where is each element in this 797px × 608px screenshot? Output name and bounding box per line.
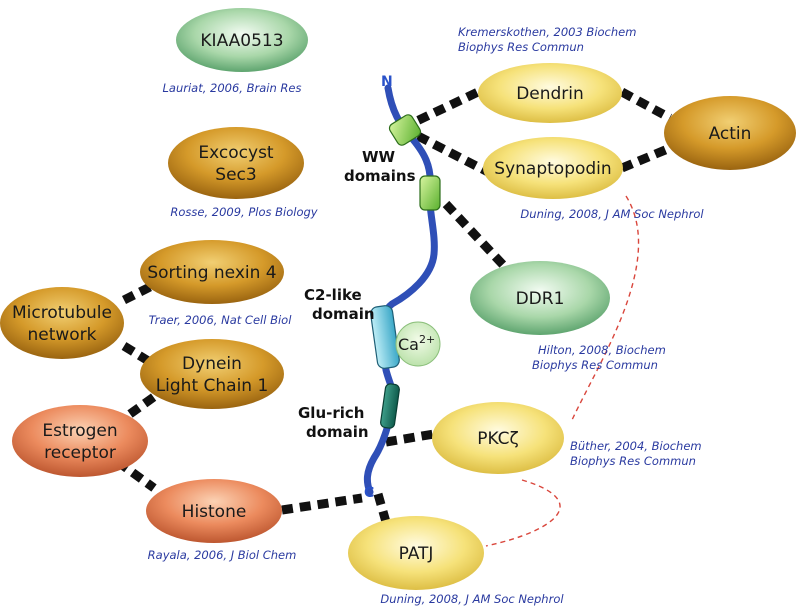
link-histone-c <box>281 493 363 515</box>
ww-domain-1 <box>388 114 422 146</box>
link-ww-ddr1 <box>442 200 510 272</box>
node-dynein-light-chain-1: Dynein Light Chain 1 <box>140 339 284 409</box>
link-microtubule-dynein <box>121 342 153 366</box>
node-estrogen-receptor: Estrogen receptor <box>12 405 148 477</box>
n-terminus-label: N <box>381 74 393 90</box>
svg-text:receptor: receptor <box>44 443 116 463</box>
node-microtubule-network: Microtubule network <box>0 287 124 359</box>
ref-rosse: Rosse, 2009, Plos Biology <box>170 205 317 219</box>
node-pkc-zeta: PKCζ <box>432 402 564 474</box>
svg-text:Sec3: Sec3 <box>215 165 256 185</box>
link-estrogen-dynein <box>127 390 161 418</box>
svg-text:KIAA0513: KIAA0513 <box>200 31 283 51</box>
calcium-ion: Ca2+ <box>395 321 441 367</box>
svg-text:Sorting nexin 4: Sorting nexin 4 <box>147 263 276 283</box>
svg-text:PATJ: PATJ <box>399 544 434 564</box>
node-histone: Histone <box>146 479 282 543</box>
svg-text:DDR1: DDR1 <box>516 289 565 309</box>
ref-rayala: Rayala, 2006, J Biol Chem <box>148 548 297 562</box>
svg-text:Estrogen: Estrogen <box>42 421 117 441</box>
svg-text:Excocyst: Excocyst <box>198 143 274 163</box>
red-link-synaptopodin-pkc <box>571 195 640 421</box>
functional-links <box>485 195 640 547</box>
protein-backbone <box>363 84 438 496</box>
node-actin: Actin <box>664 96 796 170</box>
svg-text:PKCζ: PKCζ <box>477 429 519 449</box>
c-terminus-label: C <box>364 485 374 501</box>
svg-text:Ca2+: Ca2+ <box>398 333 435 354</box>
svg-text:Light Chain 1: Light Chain 1 <box>156 376 269 396</box>
ref-duning-1: Duning, 2008, J AM Soc Nephrol <box>520 207 704 221</box>
svg-text:Dendrin: Dendrin <box>516 84 584 104</box>
node-patj: PATJ <box>348 516 484 590</box>
glu-rich-domain <box>380 383 400 429</box>
c2-domain <box>370 305 400 369</box>
svg-text:Synaptopodin: Synaptopodin <box>494 159 611 179</box>
svg-text:Dynein: Dynein <box>182 354 242 374</box>
svg-text:Histone: Histone <box>182 502 247 522</box>
svg-text:Microtubule: Microtubule <box>12 303 112 323</box>
node-exocyst-sec3: Excocyst Sec3 <box>168 127 304 199</box>
link-glu-pkc <box>385 429 435 447</box>
svg-text:network: network <box>27 325 96 345</box>
node-sorting-nexin-4: Sorting nexin 4 <box>140 240 284 304</box>
ref-lauriat: Lauriat, 2006, Brain Res <box>163 81 302 95</box>
ref-duning-2: Duning, 2008, J AM Soc Nephrol <box>380 592 564 606</box>
link-ww-dendrin <box>400 87 480 133</box>
ref-traer: Traer, 2006, Nat Cell Biol <box>149 313 293 327</box>
node-dendrin: Dendrin <box>478 63 622 123</box>
node-ddr1: DDR1 <box>470 261 610 335</box>
link-ww-synaptopodin <box>415 131 491 177</box>
node-kiaa0513: KIAA0513 <box>176 8 308 72</box>
red-link-pkc-patj <box>485 479 561 547</box>
link-c-patj <box>373 492 391 524</box>
ww-domain-2 <box>419 175 441 211</box>
node-synaptopodin: Synaptopodin <box>483 137 623 199</box>
svg-text:Actin: Actin <box>709 124 752 144</box>
link-synaptopodin-actin <box>620 143 672 173</box>
link-microtubule-sorting <box>121 281 155 305</box>
link-dendrin-actin <box>619 88 673 122</box>
